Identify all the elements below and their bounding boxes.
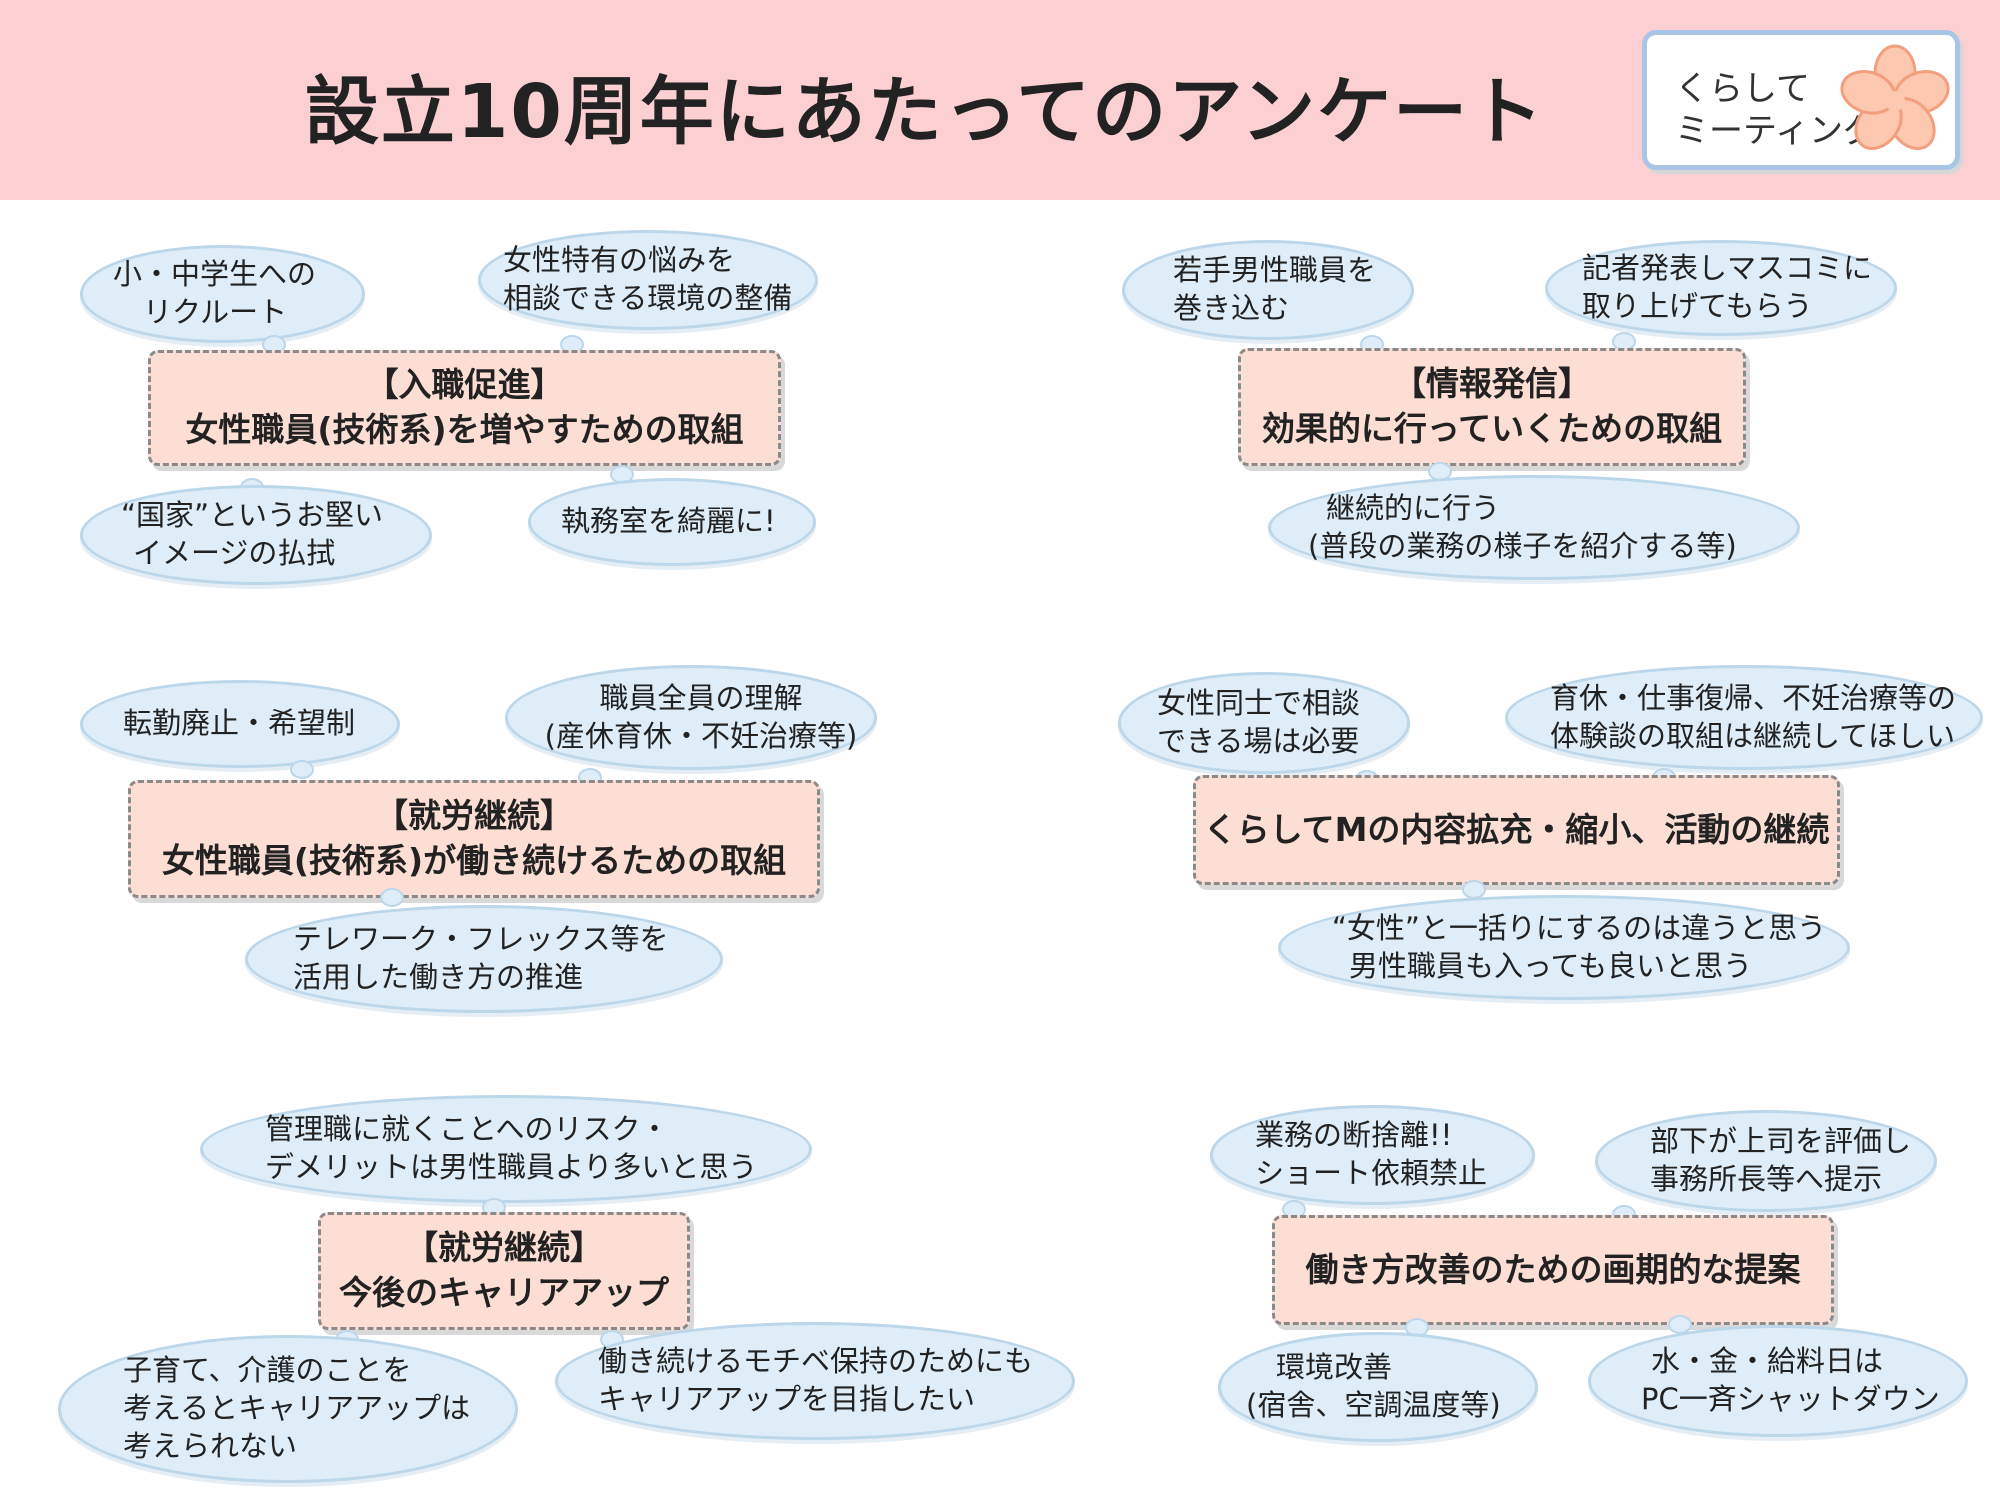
idea-cloud-pc-shutdown: 水・金・給料日は PC一斉シャットダウン [1588, 1325, 1968, 1437]
idea-cloud-clean-office: 執務室を綺麗に! [528, 478, 816, 566]
idea-cloud-task-reduction: 業務の断捨離!! ショート依頼禁止 [1210, 1105, 1535, 1205]
idea-cloud-boss-evaluation: 部下が上司を評価し 事務所長等へ提示 [1595, 1110, 1937, 1212]
idea-cloud-consultation-place: 女性同士で相談 できる場は必要 [1118, 672, 1410, 774]
idea-cloud-management-risk: 管理職に就くことへのリスク・ デメリットは男性職員より多いと思う [200, 1095, 812, 1203]
topic-box-information: 【情報発信】 効果的に行っていくための取組 [1238, 348, 1746, 466]
idea-cloud-young-male-staff: 若手男性職員を 巻き込む [1122, 240, 1414, 340]
logo-text-line2: ミーティング [1675, 111, 1877, 151]
idea-cloud-staff-understanding: 職員全員の理解 (産休育休・不妊治療等) [505, 665, 877, 770]
thought-bubble-dot [380, 888, 404, 907]
topic-box-work-style-proposal: 働き方改善のための画期的な提案 [1272, 1215, 1834, 1325]
idea-cloud-image-change: “国家”というお堅い イメージの払拭 [80, 485, 432, 585]
idea-cloud-consultation-environment: 女性特有の悩みを 相談できる環境の整備 [478, 230, 818, 330]
flower-icon [1840, 44, 1950, 150]
idea-cloud-include-men: “女性”と一括りにするのは違うと思う 男性職員も入っても良いと思う [1278, 895, 1850, 1000]
topic-box-work-continuation: 【就労継続】 女性職員(技術系)が働き続けるための取組 [128, 780, 820, 898]
topic-box-career-up: 【就労継続】 今後のキャリアアップ [318, 1212, 690, 1330]
idea-cloud-transfer-abolition: 転勤廃止・希望制 [80, 680, 400, 768]
logo-text-line1: くらして [1675, 69, 1810, 109]
idea-cloud-telework: テレワーク・フレックス等を 活用した働き方の推進 [245, 905, 723, 1013]
idea-cloud-experience-stories: 育休・仕事復帰、不妊治療等の 体験談の取組は継続してほしい [1505, 665, 1983, 770]
page-title: 設立10周年にあたってのアンケート [304, 69, 1546, 155]
topic-box-entry-promotion: 【入職促進】 女性職員(技術系)を増やすための取組 [148, 350, 781, 466]
idea-cloud-childcare-nursing: 子育て、介護のことを 考えるとキャリアアップは 考えられない [58, 1335, 518, 1483]
idea-cloud-environment-improvement: 環境改善 (宿舎、空調温度等) [1218, 1332, 1538, 1442]
idea-cloud-continuous-pr: 継続的に行う (普段の業務の様子を紹介する等) [1268, 475, 1800, 580]
topic-box-kurashite-meeting: くらしてMの内容拡充・縮小、活動の継続 [1193, 775, 1840, 885]
header-banner: 設立10周年にあたってのアンケート くらして ミーティング [0, 0, 2000, 200]
logo: くらして ミーティング [1642, 30, 1960, 170]
idea-cloud-press-release: 記者発表しマスコミに 取り上げてもらう [1545, 240, 1897, 336]
idea-cloud-motivation: 働き続けるモチベ保持のためにも キャリアアップを目指したい [555, 1322, 1075, 1440]
thought-bubble-dot [290, 760, 314, 779]
idea-cloud-recruit-students: 小・中学生への リクルート [80, 245, 365, 343]
